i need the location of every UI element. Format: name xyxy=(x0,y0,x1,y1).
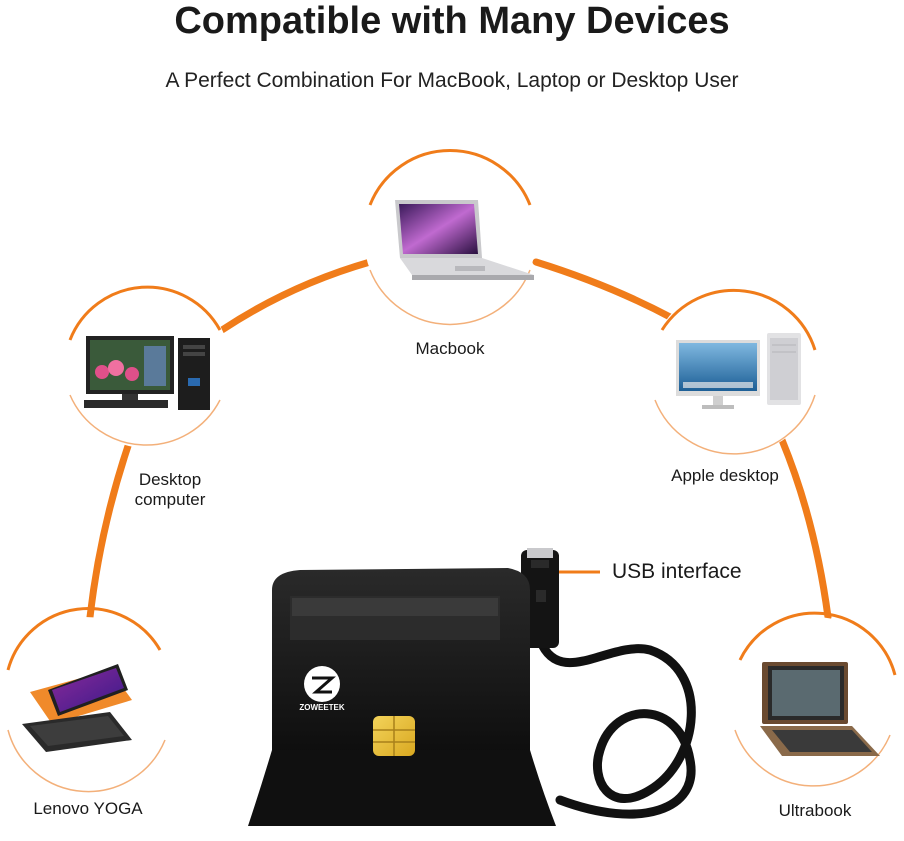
page-title: Compatible with Many Devices xyxy=(174,0,730,42)
usb-connector-icon xyxy=(521,548,559,648)
lenovo-yoga-label: Lenovo YOGA xyxy=(33,799,143,818)
ultrabook-label: Ultrabook xyxy=(778,801,852,820)
usb-cable xyxy=(535,635,696,819)
macbook-illustration xyxy=(395,200,534,280)
desktop-computer-illustration xyxy=(84,336,210,410)
macbook-label: Macbook xyxy=(415,339,485,358)
desktop-label-line2: computer xyxy=(134,490,206,509)
desktop-label-line1: Desktop xyxy=(138,470,202,489)
page-subtitle: A Perfect Combination For MacBook, Lapto… xyxy=(165,69,739,92)
apple-desktop-illustration xyxy=(676,333,801,409)
connector-arc xyxy=(86,258,832,621)
brand-text: ZOWEETEK xyxy=(299,703,345,712)
apple-desktop-label: Apple desktop xyxy=(671,466,779,485)
ultrabook-illustration xyxy=(760,662,880,756)
card-reader-body xyxy=(248,568,556,826)
usb-interface-label: USB interface xyxy=(612,560,742,583)
lenovo-yoga-illustration xyxy=(22,664,132,752)
